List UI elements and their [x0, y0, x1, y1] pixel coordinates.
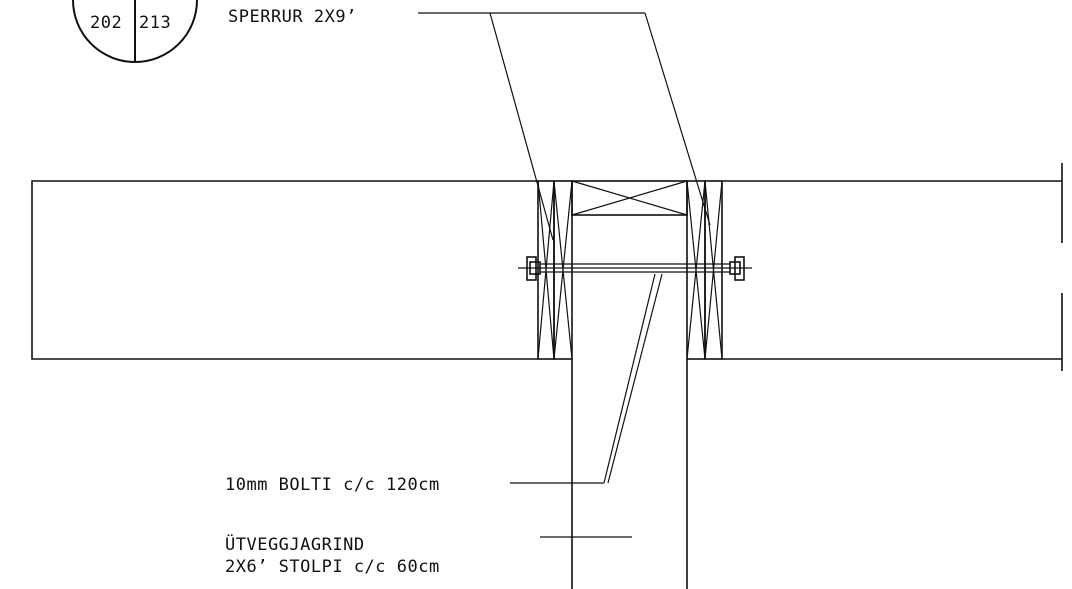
wall-framing-label-line1: ÜTVEGGJAGRIND — [225, 533, 365, 555]
wall-stud — [571, 359, 688, 589]
wall-framing-label-line2: 2X6’ STOLPI c/c 60cm — [225, 557, 440, 577]
detail-marker-right-number: 213 — [139, 13, 171, 33]
bolt-label: 10mm BOLTI c/c 120cm — [225, 475, 440, 495]
rafter-member-left-inner — [553, 180, 573, 360]
rafter-member-right-inner — [686, 180, 706, 360]
detail-marker: 202 213 — [72, 0, 198, 63]
bolt-leader — [510, 273, 663, 484]
blocking-member — [571, 180, 688, 216]
rafter-member-right-outer — [704, 180, 723, 360]
rafter-leader — [418, 12, 711, 241]
horizontal-beam — [31, 163, 1063, 371]
detail-marker-left-number: 202 — [90, 13, 122, 33]
bolt — [518, 256, 752, 281]
rafter-label: SPERRUR 2X9’ — [228, 7, 357, 27]
